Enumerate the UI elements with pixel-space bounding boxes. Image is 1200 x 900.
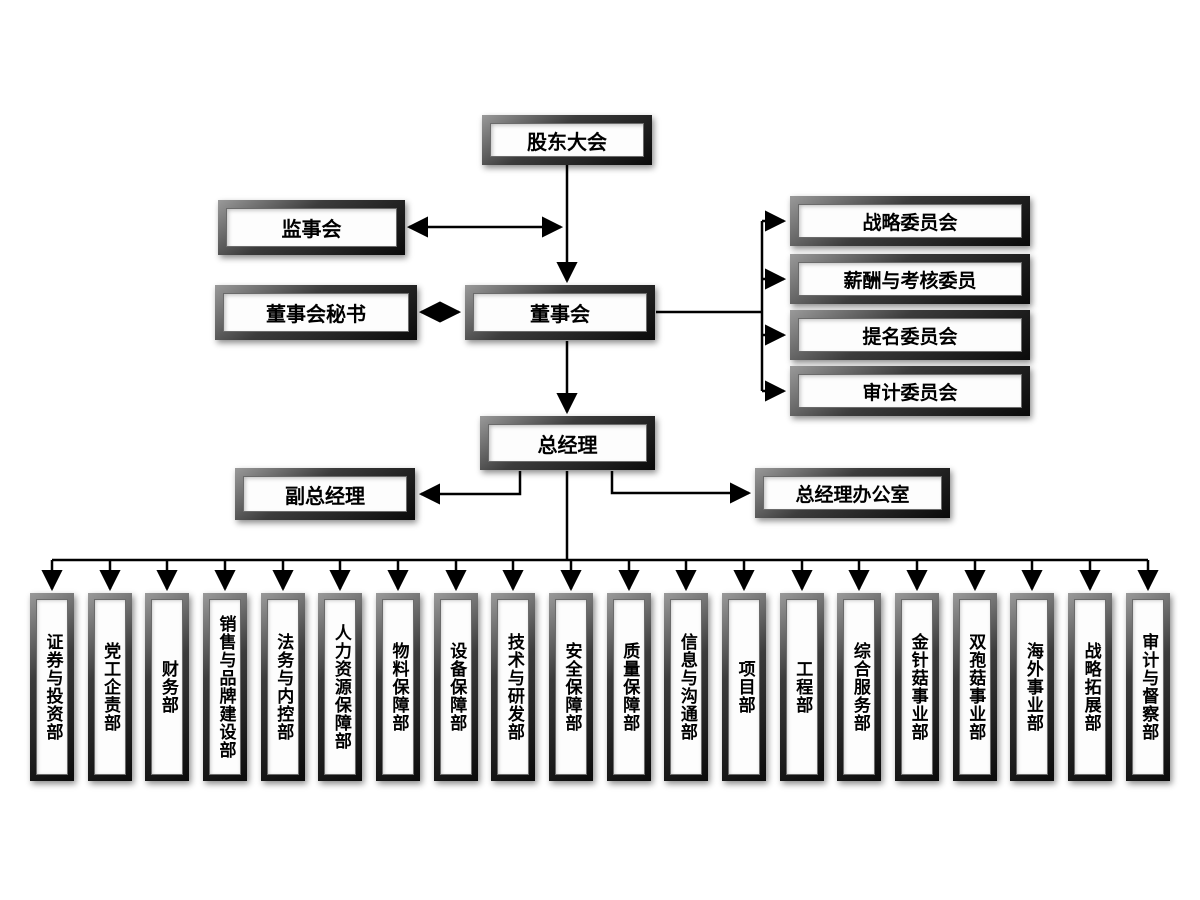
dept-label: 综合服务部 xyxy=(849,642,870,732)
dept-frame: 金针菇事业部 xyxy=(901,599,934,775)
dept-label: 信息与沟通部 xyxy=(676,633,697,741)
dept-label: 战略拓展部 xyxy=(1080,642,1101,732)
dept-sales-brand: 销售与品牌建设部 xyxy=(203,593,248,781)
dept-frame: 海外事业部 xyxy=(1016,599,1049,775)
dept-frame: 安全保障部 xyxy=(555,599,588,775)
dept-label: 证券与投资部 xyxy=(42,633,63,741)
node-gm-office-label: 总经理办公室 xyxy=(795,483,910,506)
dept-frame: 双孢菇事业部 xyxy=(958,599,991,775)
node-shareholders-meeting-label: 股东大会 xyxy=(527,129,607,154)
dept-label: 项目部 xyxy=(734,660,755,714)
dept-frame: 党工企责部 xyxy=(93,599,126,775)
dept-frame: 证券与投资部 xyxy=(36,599,68,775)
node-general-manager-label: 总经理 xyxy=(537,432,598,457)
node-gm-office-frame: 总经理办公室 xyxy=(763,476,942,510)
dept-label: 物料保障部 xyxy=(388,642,409,732)
dept-strategy-expansion: 战略拓展部 xyxy=(1068,593,1113,781)
node-committee-remuneration-frame: 薪酬与考核委员 xyxy=(798,262,1022,296)
node-deputy-general-manager-frame: 副总经理 xyxy=(243,476,407,512)
department-row: 证券与投资部 党工企责部 财务部 销售与品牌建设部 法务与内控部 人力资源保障部 xyxy=(30,593,1170,781)
node-deputy-general-manager: 副总经理 xyxy=(235,468,415,520)
dept-frame: 工程部 xyxy=(785,599,818,775)
dept-equipment-support: 设备保障部 xyxy=(433,593,478,781)
node-general-manager: 总经理 xyxy=(480,416,655,470)
node-committee-strategy: 战略委员会 xyxy=(790,196,1030,246)
node-supervisory-board: 监事会 xyxy=(218,200,405,255)
dept-securities-investment: 证券与投资部 xyxy=(30,593,74,781)
node-shareholders-meeting-frame: 股东大会 xyxy=(490,123,644,157)
node-supervisory-board-label: 监事会 xyxy=(281,217,342,241)
dept-technology-rd: 技术与研发部 xyxy=(491,593,536,781)
dept-frame: 设备保障部 xyxy=(439,599,472,775)
dept-label: 双孢菇事业部 xyxy=(965,633,986,741)
dept-label: 人力资源保障部 xyxy=(330,624,351,750)
dept-overseas-division: 海外事业部 xyxy=(1010,593,1055,781)
dept-party-work: 党工企责部 xyxy=(87,593,132,781)
node-committee-nomination-frame: 提名委员会 xyxy=(798,318,1022,352)
dept-audit-supervision: 审计与督察部 xyxy=(1125,593,1170,781)
dept-label: 销售与品牌建设部 xyxy=(215,615,236,759)
dept-frame: 审计与督察部 xyxy=(1131,599,1164,775)
dept-frame: 综合服务部 xyxy=(843,599,876,775)
dept-frame: 法务与内控部 xyxy=(266,599,299,775)
dept-quality-support: 质量保障部 xyxy=(606,593,651,781)
node-committee-audit-frame: 审计委员会 xyxy=(798,374,1022,408)
dept-label: 工程部 xyxy=(792,660,813,714)
node-board-secretary-label: 董事会秘书 xyxy=(266,302,366,326)
dept-legal-internal-control: 法务与内控部 xyxy=(260,593,305,781)
dept-label: 设备保障部 xyxy=(446,642,467,732)
dept-frame: 销售与品牌建设部 xyxy=(209,599,242,775)
node-board-of-directors-label: 董事会 xyxy=(530,302,590,326)
dept-label: 财务部 xyxy=(157,660,178,714)
node-committee-nomination-label: 提名委员会 xyxy=(862,325,958,348)
dept-label: 法务与内控部 xyxy=(273,633,294,741)
node-committee-remuneration: 薪酬与考核委员 xyxy=(790,254,1030,304)
dept-materials-support: 物料保障部 xyxy=(376,593,421,781)
dept-label: 质量保障部 xyxy=(619,642,640,732)
dept-frame: 项目部 xyxy=(728,599,761,775)
node-committee-nomination: 提名委员会 xyxy=(790,310,1030,360)
node-committee-strategy-frame: 战略委员会 xyxy=(798,204,1022,238)
dept-label: 党工企责部 xyxy=(100,642,121,732)
node-supervisory-board-frame: 监事会 xyxy=(226,208,397,247)
node-board-of-directors-frame: 董事会 xyxy=(473,293,647,332)
dept-frame: 质量保障部 xyxy=(612,599,645,775)
node-committee-strategy-label: 战略委员会 xyxy=(862,211,958,234)
dept-frame: 人力资源保障部 xyxy=(324,599,357,775)
dept-frame: 战略拓展部 xyxy=(1074,599,1107,775)
dept-information-communication: 信息与沟通部 xyxy=(664,593,709,781)
dept-hr-support: 人力资源保障部 xyxy=(318,593,363,781)
node-committee-audit-label: 审计委员会 xyxy=(862,381,958,404)
dept-agaricus-division: 双孢菇事业部 xyxy=(952,593,997,781)
node-general-manager-frame: 总经理 xyxy=(488,424,647,462)
dept-finance: 财务部 xyxy=(145,593,190,781)
dept-label: 安全保障部 xyxy=(561,642,582,732)
dept-label: 审计与督察部 xyxy=(1138,633,1159,741)
dept-general-services: 综合服务部 xyxy=(837,593,882,781)
node-board-secretary: 董事会秘书 xyxy=(215,285,417,340)
node-shareholders-meeting: 股东大会 xyxy=(482,115,652,165)
dept-enoki-division: 金针菇事业部 xyxy=(895,593,940,781)
dept-engineering: 工程部 xyxy=(779,593,824,781)
node-board-secretary-frame: 董事会秘书 xyxy=(223,293,409,332)
dept-project: 项目部 xyxy=(722,593,767,781)
node-gm-office: 总经理办公室 xyxy=(755,468,950,518)
dept-safety-support: 安全保障部 xyxy=(549,593,594,781)
node-committee-audit: 审计委员会 xyxy=(790,366,1030,416)
dept-frame: 财务部 xyxy=(151,599,184,775)
dept-frame: 技术与研发部 xyxy=(497,599,530,775)
dept-label: 技术与研发部 xyxy=(503,633,524,741)
dept-frame: 信息与沟通部 xyxy=(670,599,703,775)
node-deputy-general-manager-label: 副总经理 xyxy=(285,483,365,508)
dept-label: 海外事业部 xyxy=(1022,642,1043,732)
dept-label: 金针菇事业部 xyxy=(907,633,928,741)
node-board-of-directors: 董事会 xyxy=(465,285,655,340)
dept-frame: 物料保障部 xyxy=(382,599,415,775)
node-committee-remuneration-label: 薪酬与考核委员 xyxy=(843,269,977,292)
